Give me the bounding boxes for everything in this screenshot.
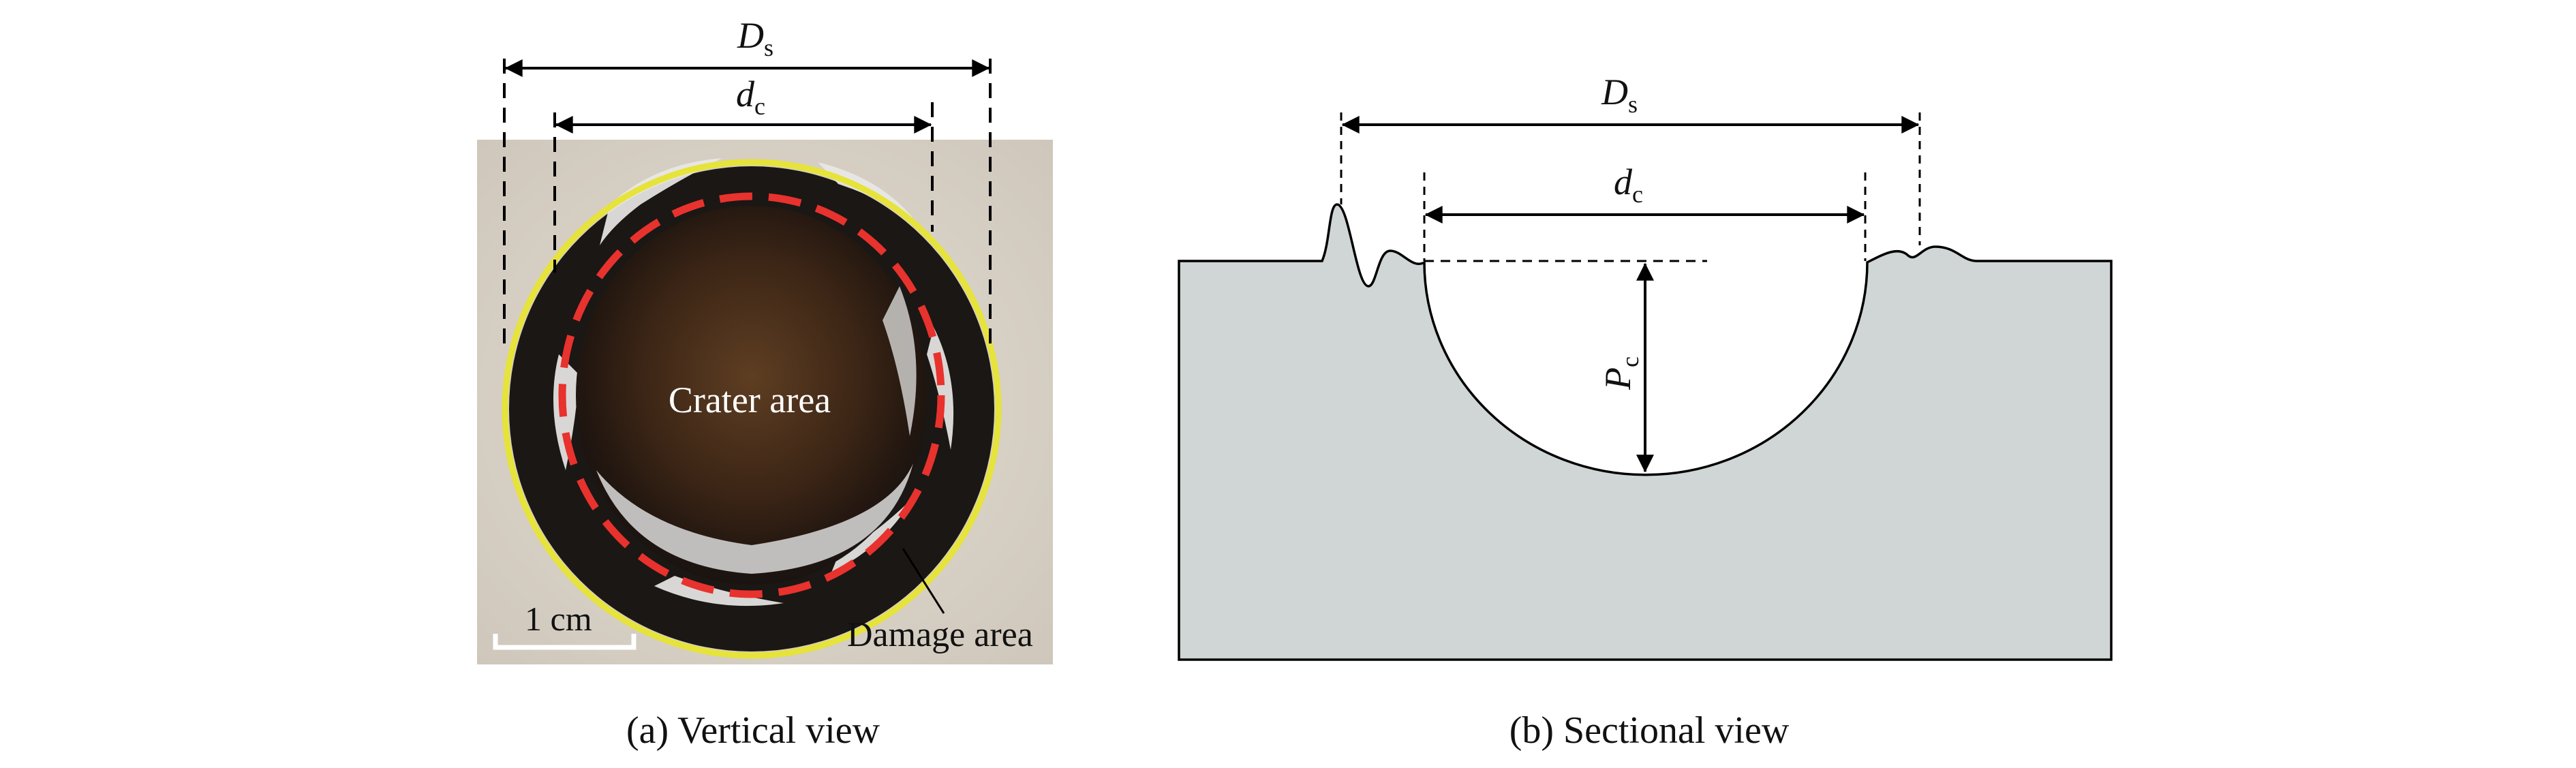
panel-b-sectional-view: Ds dc Pc (b) Sectional view [1178, 72, 2113, 752]
damage-area-label: Damage area [847, 615, 1033, 654]
panel-a-vertical-view: Ds dc Crater area Damage area 1 cm (a) V… [477, 15, 1053, 752]
scale-bar-label: 1 cm [525, 600, 592, 638]
crater-area-label: Crater area [669, 380, 831, 420]
damage-area-leader [902, 548, 945, 614]
pc-section-label: Pc [1597, 356, 1644, 390]
crater-rim-highlight [596, 463, 913, 574]
caption-b: (b) Sectional view [1509, 709, 1790, 752]
ds-section-label: Ds [1601, 72, 1638, 118]
dc-label: dc [736, 74, 765, 120]
damage-area-outline [502, 159, 1002, 659]
target-block [1178, 203, 2113, 661]
crater-area-outline [558, 192, 945, 598]
scale-bar [493, 634, 637, 650]
dc-section-label: dc [1614, 162, 1643, 208]
ds-label: Ds [737, 15, 773, 61]
caption-a: (a) Vertical view [626, 709, 880, 752]
crater-interior [576, 206, 927, 585]
